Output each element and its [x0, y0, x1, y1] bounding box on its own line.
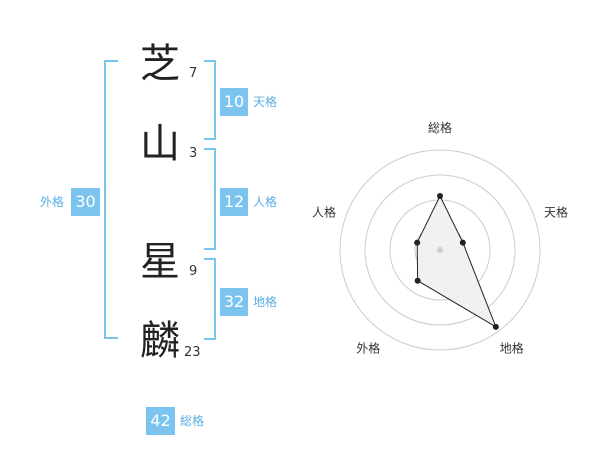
radar-center [437, 247, 443, 253]
radar-points [414, 193, 499, 330]
stroke-count-3: 9 [189, 264, 198, 279]
jinkaku-bracket [204, 148, 216, 250]
name-char-3: 星 [140, 239, 180, 285]
chikaku-bracket [204, 258, 216, 340]
tenkaku-badge: 10 [220, 88, 248, 116]
soukaku-label: 総格 [180, 414, 205, 428]
soukaku-badge: 42 [146, 407, 175, 435]
radar-axis-label: 天格 [544, 204, 568, 219]
stroke-count-2: 3 [189, 146, 198, 161]
radar-axis-label: 総格 [428, 120, 452, 135]
name-char-1: 芝 [140, 41, 180, 87]
tenkaku-bracket [204, 60, 216, 140]
gaikaku-label: 外格 [40, 195, 65, 209]
radar-axis-label: 外格 [356, 341, 380, 356]
gaikaku-bracket [104, 60, 118, 339]
radar-point [414, 277, 421, 284]
gaikaku-badge: 30 [71, 188, 100, 216]
jinkaku-badge: 12 [220, 188, 248, 216]
radar-polygon [416, 194, 497, 329]
chikaku-badge: 32 [220, 288, 248, 316]
name-char-2: 山 [140, 121, 180, 167]
radar-point [414, 239, 421, 246]
chikaku-label: 地格 [253, 295, 278, 309]
radar-ring [364, 174, 516, 326]
radar-point [437, 193, 443, 199]
radar-ring [339, 149, 541, 351]
tenkaku-label: 天格 [253, 95, 278, 109]
radar-point [492, 323, 499, 330]
name-char-4: 麟 [140, 318, 180, 364]
radar-axis-label: 人格 [312, 204, 336, 219]
radar-point [459, 239, 466, 246]
radar-axis-label: 地格 [500, 341, 524, 356]
stroke-count-1: 7 [189, 66, 198, 81]
jinkaku-label: 人格 [253, 195, 278, 209]
stroke-count-4: 23 [184, 345, 201, 360]
